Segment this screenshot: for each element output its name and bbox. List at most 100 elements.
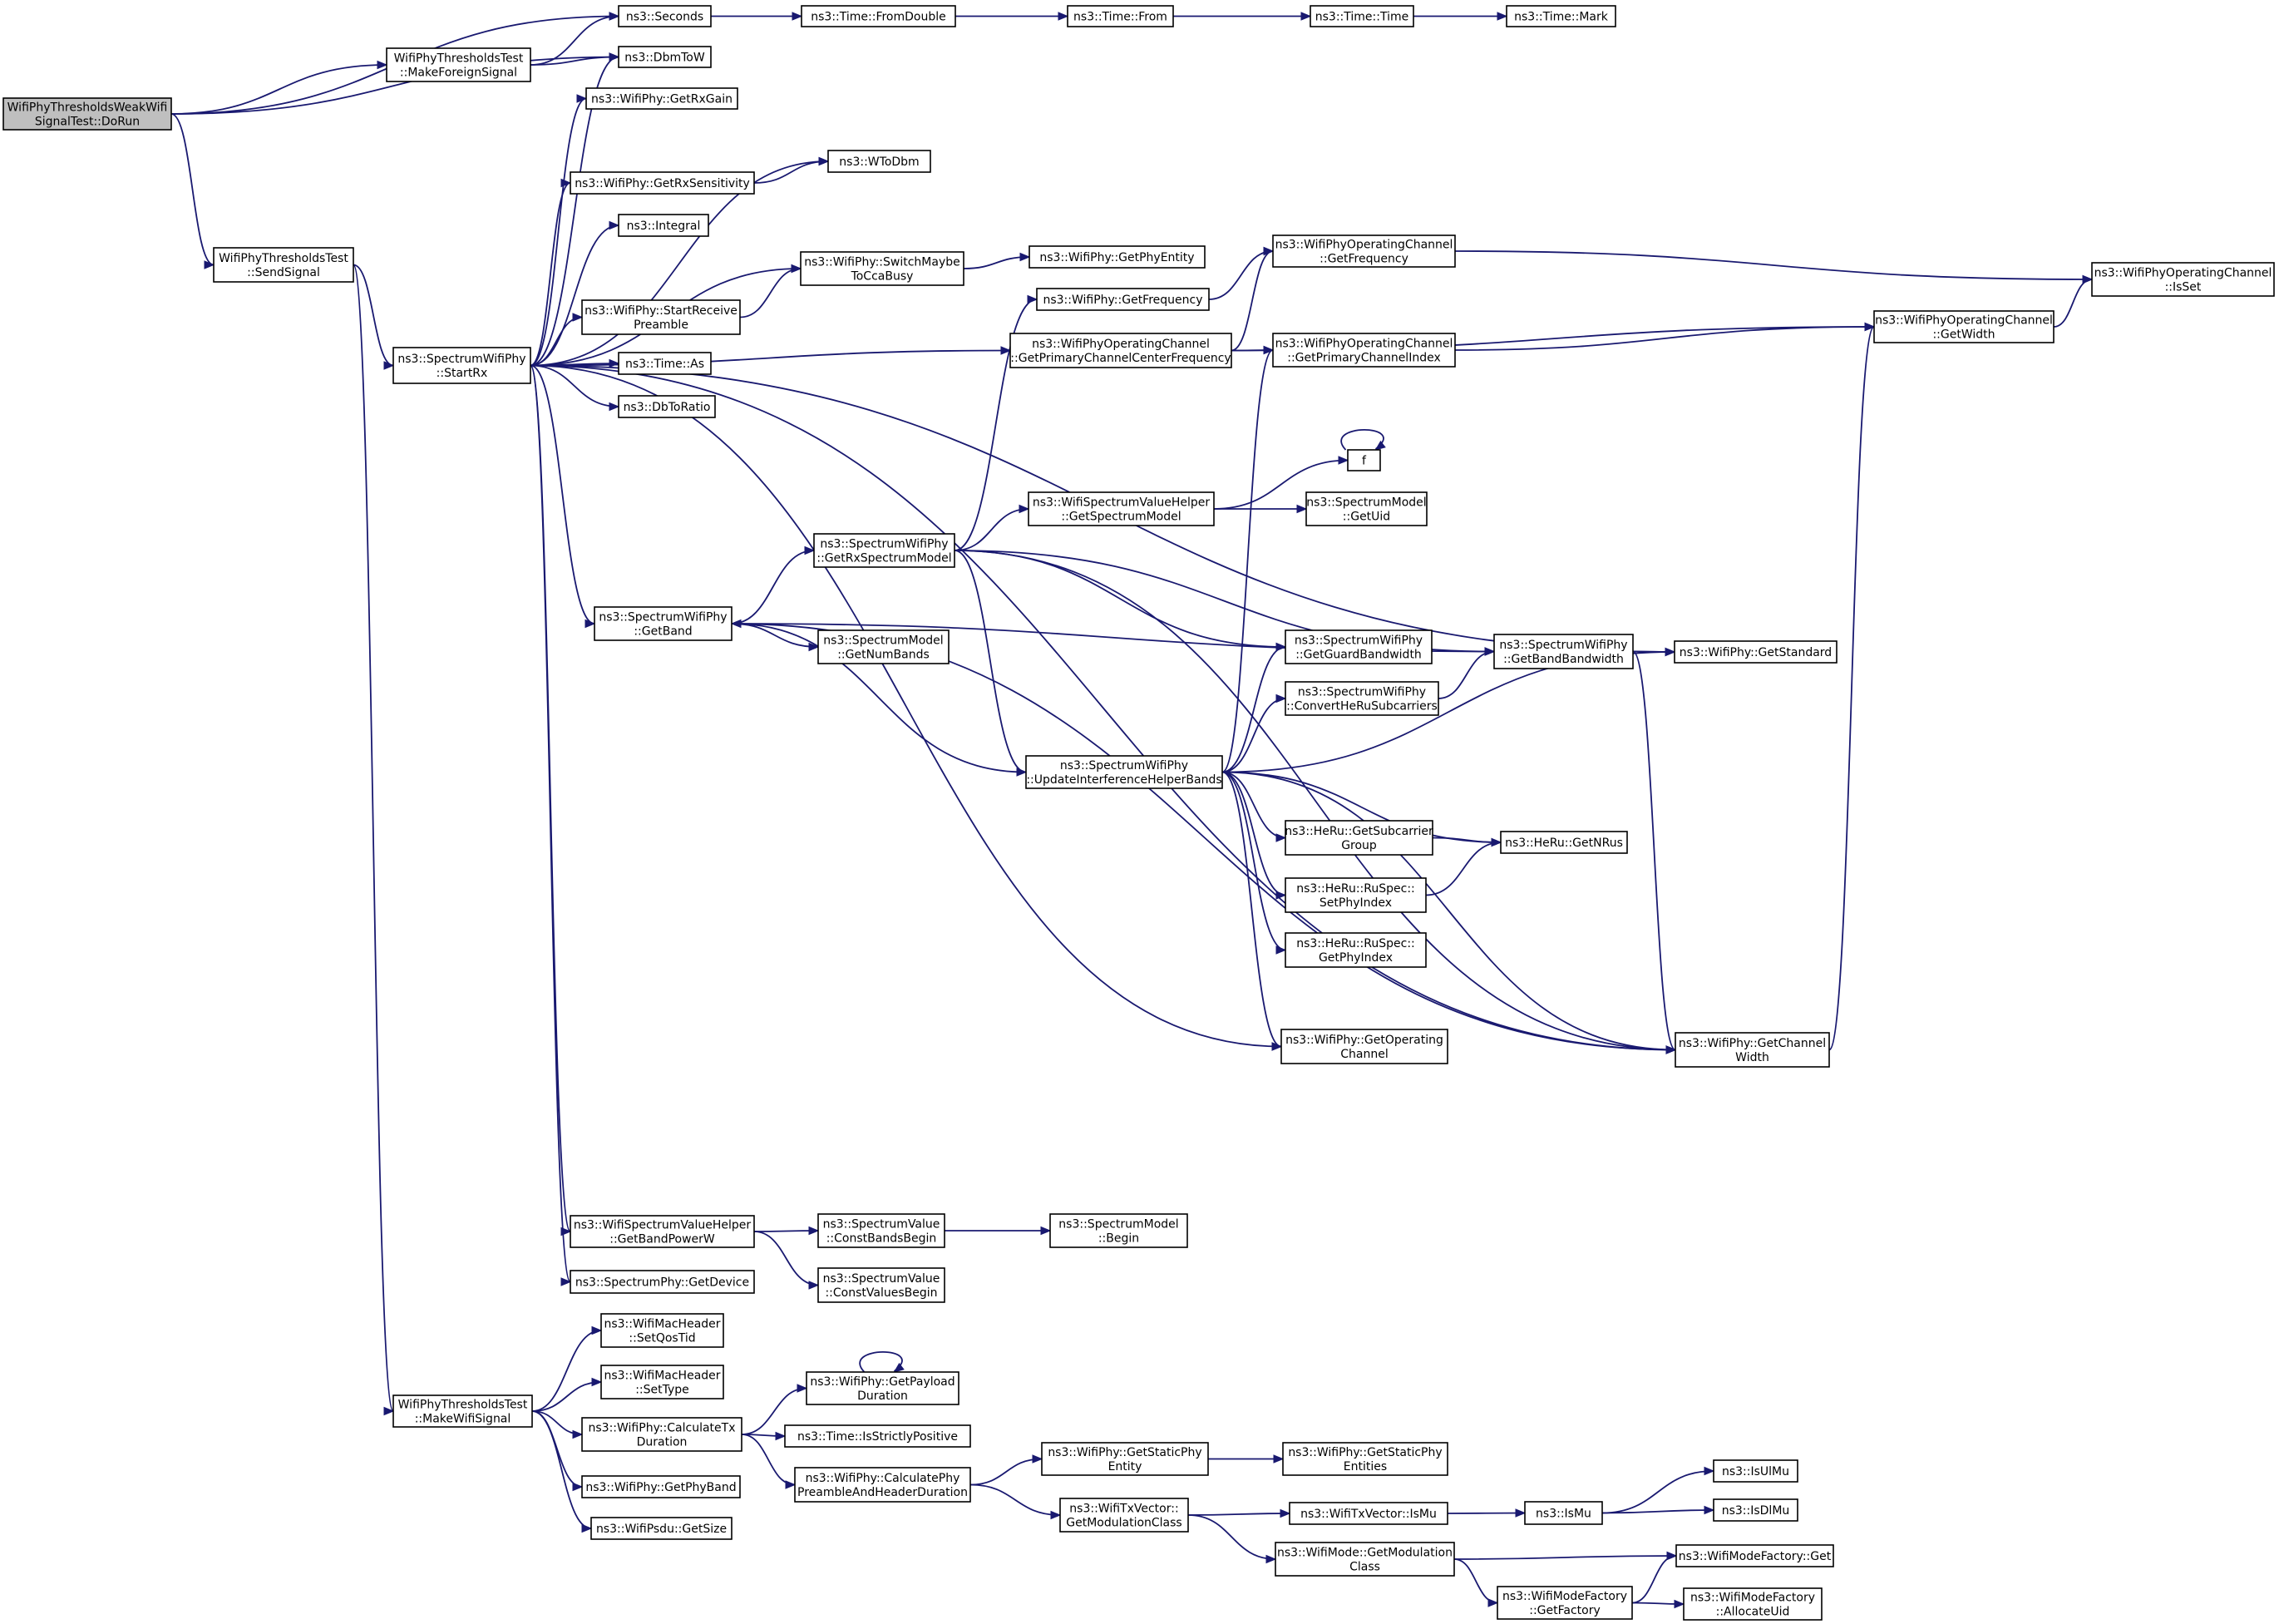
node-heRuSubGroup-box	[1285, 820, 1433, 856]
node-wocIsSet[interactable]: ns3::WifiPhyOperatingChannel::IsSet	[2091, 262, 2275, 297]
node-smGetUid[interactable]: ns3::SpectrumModel::GetUid	[1305, 491, 1428, 526]
node-dbToRatio-box	[618, 395, 716, 418]
edge-startRx-to-wToDbm	[530, 160, 829, 367]
node-doRun[interactable]: WifiPhyThresholdsWeakWifiSignalTest::DoR…	[2, 97, 172, 131]
node-ruGetPhy[interactable]: ns3::HeRu::RuSpec::GetPhyIndex	[1285, 932, 1427, 968]
edge-makeWifi-to-setQosTid-arrowhead	[591, 1325, 603, 1335]
edge-startRx-to-getRxGain	[530, 97, 587, 367]
node-isUlMu[interactable]: ns3::IsUlMu	[1713, 1459, 1798, 1483]
node-seconds-box	[618, 5, 712, 27]
node-getFrequency-box	[1036, 288, 1210, 311]
node-txvModClass[interactable]: ns3::WifiTxVector::GetModulationClass	[1059, 1498, 1189, 1533]
node-setType[interactable]: ns3::WifiMacHeader::SetType	[600, 1365, 724, 1399]
node-modeFactGetF[interactable]: ns3::WifiModeFactory::GetFactory	[1497, 1586, 1633, 1620]
edge-getBandBw-to-getChanWidth	[1632, 650, 1676, 1051]
node-getPhyBand[interactable]: ns3::WifiPhy::GetPhyBand	[581, 1475, 741, 1498]
node-wocPrimIndex[interactable]: ns3::WifiPhyOperatingChannel::GetPrimary…	[1272, 333, 1456, 368]
node-fNode[interactable]: f	[1347, 449, 1381, 471]
edge-getRxSpecModel-to-wsvhGetModel	[954, 508, 1029, 551]
node-convertHeRu[interactable]: ns3::SpectrumWifiPhy::ConvertHeRuSubcarr…	[1285, 681, 1439, 716]
node-isMu[interactable]: ns3::IsMu	[1524, 1501, 1603, 1525]
node-smGetUid-box	[1305, 491, 1428, 526]
node-txvIsMu[interactable]: ns3::WifiTxVector::IsMu	[1289, 1502, 1448, 1525]
edge-doRun-to-makeForeign-arrowhead	[377, 60, 388, 70]
node-timeFrom[interactable]: ns3::Time::From	[1067, 5, 1174, 27]
node-getGuardBw[interactable]: ns3::SpectrumWifiPhy::GetGuardBandwidth	[1285, 629, 1433, 664]
edge-getChanWidth-to-wocGetWidth-arrowhead	[1864, 322, 1876, 332]
node-smGetNumBands-label-0: ns3::SpectrumModel	[823, 634, 943, 648]
node-isDlMu[interactable]: ns3::IsDlMu	[1713, 1498, 1798, 1522]
node-svConstValues[interactable]: ns3::SpectrumValue::ConstValuesBegin	[817, 1267, 945, 1303]
node-timeTime[interactable]: ns3::Time::Time	[1310, 5, 1414, 27]
node-dbmToW[interactable]: ns3::DbmToW	[618, 46, 712, 68]
node-getPhyEntity-box	[1029, 245, 1206, 269]
node-isUlMu-box	[1713, 1459, 1798, 1483]
node-setQosTid[interactable]: ns3::WifiMacHeader::SetQosTid	[600, 1313, 724, 1348]
node-modeGetClass[interactable]: ns3::WifiMode::GetModulationClass	[1275, 1542, 1455, 1577]
node-smGetNumBands-label-1: ::GetNumBands	[837, 649, 930, 662]
node-smBegin[interactable]: ns3::SpectrumModel::Begin	[1049, 1213, 1188, 1248]
node-smGetNumBands[interactable]: ns3::SpectrumModel::GetNumBands	[817, 629, 950, 664]
node-getBandBw[interactable]: ns3::SpectrumWifiPhy::GetBandBandwidth	[1493, 634, 1634, 669]
node-modeFactAlloc[interactable]: ns3::WifiModeFactory::AllocateUid	[1683, 1587, 1823, 1621]
node-getRxSpecModel[interactable]: ns3::SpectrumWifiPhy::GetRxSpectrumModel	[813, 533, 955, 568]
node-ruSetPhy[interactable]: ns3::HeRu::RuSpec::SetPhyIndex	[1285, 877, 1427, 913]
node-modeFactGet[interactable]: ns3::WifiModeFactory::Get	[1675, 1544, 1834, 1567]
node-calcPreamble[interactable]: ns3::WifiPhy::CalculatePhyPreambleAndHea…	[794, 1467, 971, 1503]
node-dbToRatio[interactable]: ns3::DbToRatio	[618, 395, 716, 418]
edge-fromDouble-to-timeFrom-arrowhead	[1058, 12, 1069, 21]
node-integral[interactable]: ns3::Integral	[618, 214, 709, 237]
node-timeAs[interactable]: ns3::Time::As	[618, 352, 712, 375]
edge-updIntf-to-getChanWidth-arrowhead	[1665, 1045, 1677, 1054]
node-sendSignal[interactable]: WifiPhyThresholdsTest::SendSignal	[213, 247, 354, 283]
edge-calcPreamble-to-getStaticEnt	[969, 1458, 1043, 1486]
node-getBand[interactable]: ns3::SpectrumWifiPhy::GetBand	[594, 606, 733, 641]
node-svConstBands[interactable]: ns3::SpectrumValue::ConstBandsBegin	[817, 1213, 945, 1248]
node-timeMark[interactable]: ns3::Time::Mark	[1506, 5, 1616, 27]
node-wocPrimCenter[interactable]: ns3::WifiPhyOperatingChannel::GetPrimary…	[1009, 333, 1232, 368]
nodes-layer: WifiPhyThresholdsWeakWifiSignalTest::DoR…	[2, 5, 2275, 1621]
node-fromDouble[interactable]: ns3::Time::FromDouble	[801, 5, 956, 27]
node-wsvhBandPower[interactable]: ns3::WifiSpectrumValueHelper::GetBandPow…	[570, 1215, 755, 1248]
node-getRxSens[interactable]: ns3::WifiPhy::GetRxSensitivity	[570, 171, 755, 195]
node-wocPrimCenter-label-0: ns3::WifiPhyOperatingChannel	[1032, 338, 1210, 351]
node-psduGetSize[interactable]: ns3::WifiPsdu::GetSize	[590, 1517, 733, 1540]
node-ruGetPhy-box	[1285, 932, 1427, 968]
edge-isMu-to-isUlMu	[1601, 1470, 1714, 1514]
node-getBand-box	[594, 606, 733, 641]
edge-wsvhBandPower-to-svConstBands	[753, 1230, 819, 1232]
node-wsvhBandPower-label-0: ns3::WifiSpectrumValueHelper	[574, 1219, 752, 1232]
node-wocGetFreq[interactable]: ns3::WifiPhyOperatingChannel::GetFrequen…	[1272, 234, 1456, 268]
node-seconds[interactable]: ns3::Seconds	[618, 5, 712, 27]
node-getFrequency[interactable]: ns3::WifiPhy::GetFrequency	[1036, 288, 1210, 311]
node-spGetDevice[interactable]: ns3::SpectrumPhy::GetDevice	[570, 1270, 755, 1294]
node-getStandard[interactable]: ns3::WifiPhy::GetStandard	[1674, 640, 1838, 664]
node-makeForeign[interactable]: WifiPhyThresholdsTest::MakeForeignSignal	[386, 47, 531, 82]
node-wToDbm[interactable]: ns3::WToDbm	[827, 150, 931, 173]
node-getPhyEntity[interactable]: ns3::WifiPhy::GetPhyEntity	[1029, 245, 1206, 269]
node-heRuGetNRus[interactable]: ns3::HeRu::GetNRus	[1500, 831, 1628, 854]
node-makeWifi[interactable]: WifiPhyThresholdsTest::MakeWifiSignal	[392, 1394, 533, 1428]
node-isStrictPos[interactable]: ns3::Time::IsStrictlyPositive	[784, 1424, 971, 1448]
edge-calcTxDur-to-calcPreamble-arrowhead	[785, 1480, 797, 1489]
node-makeForeign-box	[386, 47, 531, 82]
node-wocGetWidth[interactable]: ns3::WifiPhyOperatingChannel::GetWidth	[1873, 310, 2055, 343]
node-updIntf[interactable]: ns3::SpectrumWifiPhy::UpdateInterference…	[1025, 755, 1223, 789]
edge-modeGetClass-to-modeFactGetF	[1453, 1558, 1498, 1604]
edge-txvIsMu-to-isMu-arrowhead	[1515, 1508, 1527, 1518]
node-smGetUid-label-1: ::GetUid	[1343, 511, 1390, 524]
edge-getPayloadDur-to-getPayloadDur-arrowhead	[893, 1362, 905, 1373]
node-startRx[interactable]: ns3::SpectrumWifiPhy::StartRx	[392, 347, 531, 384]
node-getRxGain[interactable]: ns3::WifiPhy::GetRxGain	[585, 87, 738, 110]
node-wsvhGetModel[interactable]: ns3::WifiSpectrumValueHelper::GetSpectru…	[1028, 491, 1215, 526]
node-getGuardBw-label-0: ns3::SpectrumWifiPhy	[1295, 634, 1423, 648]
